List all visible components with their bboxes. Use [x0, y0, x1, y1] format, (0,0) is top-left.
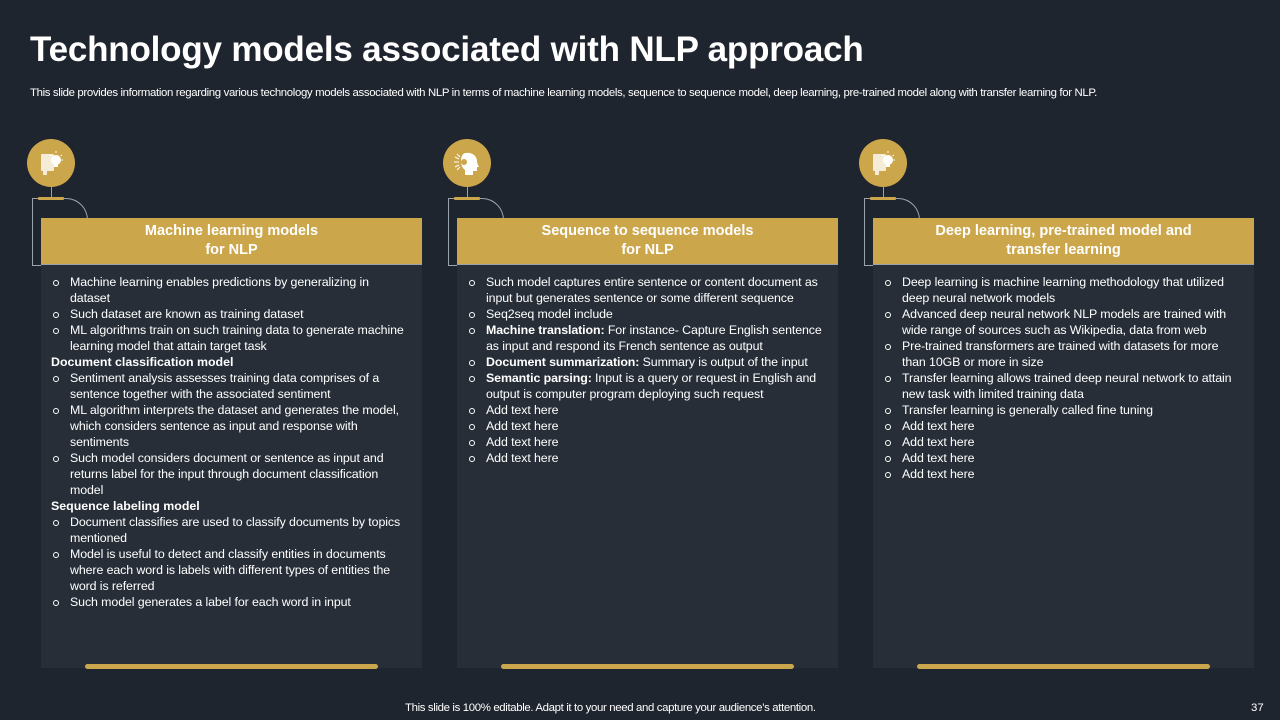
list-item: Add text here [883, 434, 1244, 450]
list-item: Transfer learning allows trained deep ne… [883, 370, 1244, 402]
list-item: Such model generates a label for each wo… [51, 594, 412, 610]
card-header: Deep learning, pre-trained model and tra… [873, 218, 1254, 265]
list-item: Semantic parsing: Input is a query or re… [467, 370, 828, 402]
connector-accent [454, 197, 480, 200]
item-label: Document summarization: [486, 355, 640, 369]
frame-curve [892, 198, 920, 220]
frame-line [864, 198, 865, 266]
frame-line [448, 198, 449, 266]
frame-curve [476, 198, 504, 220]
page-number: 37 [1251, 702, 1264, 714]
list-item: Add text here [467, 418, 828, 434]
list-item: Such model captures entire sentence or c… [467, 274, 828, 306]
card-accent-bar [917, 664, 1210, 669]
list-item: Seq2seq model include [467, 306, 828, 322]
item-label: Machine translation: [486, 323, 605, 337]
list-item: Transfer learning is generally called fi… [883, 402, 1244, 418]
list-item: Add text here [883, 418, 1244, 434]
column-deep-learning: Deep learning, pre-trained model and tra… [856, 0, 1256, 720]
item-label: Semantic parsing: [486, 371, 592, 385]
slide-subtitle: This slide provides information regardin… [30, 87, 1097, 99]
list-item: ML algorithms train on such training dat… [51, 322, 412, 354]
head-brain-icon [443, 139, 491, 187]
list-item: Machine translation: For instance- Captu… [467, 322, 828, 354]
card-accent-bar [501, 664, 794, 669]
list-item: Add text here [883, 450, 1244, 466]
column-seq2seq: Sequence to sequence models for NLP Such… [440, 0, 840, 720]
list-item: Document summarization: Summary is outpu… [467, 354, 828, 370]
column-machine-learning: Machine learning models for NLP Machine … [24, 0, 424, 720]
list-item: Advanced deep neural network NLP models … [883, 306, 1244, 338]
list-item: Add text here [467, 450, 828, 466]
connector-accent [870, 197, 896, 200]
list-item: Add text here [467, 434, 828, 450]
list-item: Add text here [883, 466, 1244, 482]
list-item: Machine learning enables predictions by … [51, 274, 412, 306]
card-header-line: for NLP [621, 242, 674, 258]
card-body: Deep learning is machine learning method… [873, 265, 1254, 668]
book-lightbulb-icon [859, 139, 907, 187]
card-header: Machine learning models for NLP [41, 218, 422, 265]
card-header-line: transfer learning [1006, 242, 1121, 258]
list-item: Document classifies are used to classify… [51, 514, 412, 546]
list-item: Deep learning is machine learning method… [883, 274, 1244, 306]
slide-title: Technology models associated with NLP ap… [30, 30, 864, 69]
card-body: Such model captures entire sentence or c… [457, 265, 838, 668]
section-heading: Sequence labeling model [51, 499, 200, 513]
list-item: Such dataset are known as training datas… [51, 306, 412, 322]
frame-line [32, 198, 33, 266]
connector-line [51, 187, 52, 198]
card-header-line: Machine learning models [144, 223, 319, 239]
item-text: Input is a query or request in English a… [486, 371, 817, 401]
list-item: Pre-trained transformers are trained wit… [883, 338, 1244, 370]
card-header-line: Sequence to sequence models [541, 223, 754, 239]
list-item: Sentiment analysis assesses training dat… [51, 370, 412, 402]
connector-line [467, 187, 468, 198]
item-text: For instance- Capture English sentence a… [486, 323, 822, 353]
list-item: Add text here [467, 402, 828, 418]
card-body: Machine learning enables predictions by … [41, 265, 422, 668]
book-lightbulb-icon [27, 139, 75, 187]
card-header: Sequence to sequence models for NLP [457, 218, 838, 265]
card-accent-bar [85, 664, 378, 669]
card-header-line: for NLP [205, 242, 258, 258]
connector-accent [38, 197, 64, 200]
footer-note: This slide is 100% editable. Adapt it to… [405, 702, 816, 714]
frame-line [864, 265, 874, 266]
frame-line [448, 265, 458, 266]
card-header-line: Deep learning, pre-trained model and [935, 223, 1192, 239]
frame-line [32, 265, 42, 266]
section-heading: Document classification model [51, 355, 234, 369]
list-item: Model is useful to detect and classify e… [51, 546, 412, 594]
frame-curve [60, 198, 88, 220]
list-item: ML algorithm interprets the dataset and … [51, 402, 412, 450]
connector-line [883, 187, 884, 198]
item-text: Summary is output of the input [639, 355, 808, 369]
list-item: Such model considers document or sentenc… [51, 450, 412, 498]
